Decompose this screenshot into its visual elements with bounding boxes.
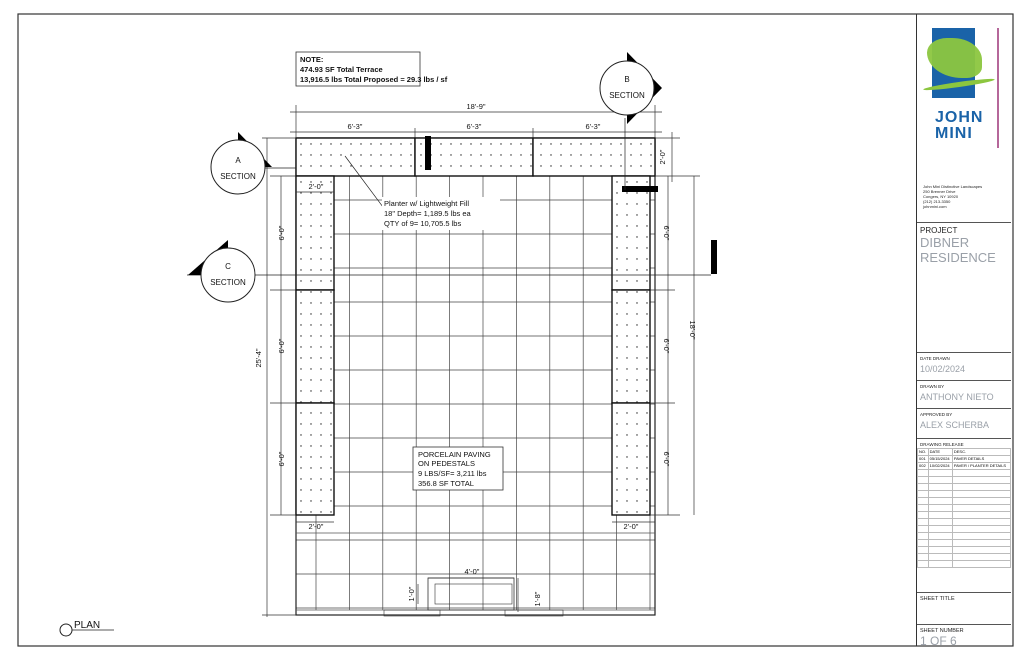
dim-step-depth: 1'-0" [407, 586, 416, 601]
sheet-number-label: SHEET NUMBER [920, 628, 964, 634]
paving-label: PORCELAIN PAVING [418, 450, 491, 459]
release-header: NO. [917, 448, 929, 456]
dim-top-planter-depth: 2'-0" [658, 149, 667, 164]
section-b-symbol[interactable]: B SECTION [599, 52, 662, 124]
planter [414, 137, 534, 177]
release-date: 05/15/2024 [927, 455, 953, 463]
section-b-label: SECTION [609, 91, 645, 100]
dim-step-width: 4'-0" [465, 567, 480, 576]
section-c-label: SECTION [210, 278, 246, 287]
dim-right-height: 18'-0" [688, 320, 697, 339]
planter [611, 175, 651, 291]
dim-overall-height: 25'-4" [254, 348, 263, 367]
release-header: DESC. [951, 448, 1012, 456]
section-marker-bar [622, 186, 658, 192]
company-address: John Mini Distinctive Landscapes 250 Bre… [923, 184, 982, 209]
planter-label: QTY of 9= 10,705.5 lbs [384, 219, 461, 228]
dimension-labels: 18'-9" 6'-3" 6'-3" 6'-3" 2'-0" 2'-0" 6'-… [254, 102, 697, 606]
logo-text: MINI [935, 125, 973, 142]
dim-left-segment: 6'-0" [277, 225, 286, 240]
note-line: 13,916.5 lbs Total Proposed = 29.3 lbs /… [300, 75, 448, 84]
section-a-symbol[interactable]: A SECTION [204, 132, 272, 195]
paving-label: 9 LBS/SF= 3,211 lbs [418, 469, 487, 478]
planters [295, 137, 656, 516]
note-title: NOTE: [300, 55, 323, 64]
paving-label: 356.8 SF TOTAL [418, 479, 474, 488]
release-desc: PAVER DETAILS [951, 455, 1012, 463]
logo-text: JOHN [935, 109, 984, 126]
company-line: (212) 213-3350 [923, 199, 951, 204]
section-a-label: SECTION [220, 172, 256, 181]
planter-fill-dots [300, 143, 652, 513]
dim-top-segment: 6'-3" [348, 122, 363, 131]
sheet-border [17, 13, 1014, 647]
section-marker-bar [711, 240, 717, 274]
sheet-title-label: SHEET TITLE [920, 596, 955, 602]
planter-label: Planter w/ Lightweight Fill [384, 199, 469, 208]
date-drawn: 10/02/2024 [920, 364, 966, 374]
dim-right-segment: 6'-0" [662, 226, 671, 241]
release-header: DATE [927, 448, 953, 456]
planter [611, 402, 651, 516]
dim-left-segment: 6'-0" [277, 338, 286, 353]
paving-label: ON PEDESTALS [418, 459, 475, 468]
project-label: PROJECT [920, 226, 958, 235]
drawn-by: ANTHONY NIETO [920, 392, 994, 402]
plan-title: PLAN [74, 620, 100, 631]
planter [611, 289, 651, 404]
dim-top-segment: 6'-3" [586, 122, 601, 131]
dimension-lines [187, 105, 711, 617]
dim-top-segment: 6'-3" [467, 122, 482, 131]
planter [295, 402, 335, 516]
planter [295, 175, 335, 291]
release-desc: PAVER / PLANTER DETAILS [951, 462, 1012, 470]
approved-by-label: APPROVED BY [920, 412, 953, 417]
release-no: 001 [917, 455, 929, 463]
company-logo: JOHN MINI [921, 20, 1001, 180]
dim-planter-width: 2'-0" [624, 522, 639, 531]
dim-right-segment: 6'-0" [662, 452, 671, 467]
drawn-by-label: DRAWN BY [920, 384, 945, 389]
dim-planter-width: 2'-0" [309, 182, 324, 191]
paving-grid [296, 176, 655, 610]
section-a-letter: A [235, 156, 241, 165]
project-name: DIBNER RESIDENCE [920, 235, 996, 265]
step [427, 577, 515, 611]
planter [532, 137, 656, 177]
dim-planter-width: 2'-0" [309, 522, 324, 531]
dim-overall-width: 18'-9" [466, 102, 485, 111]
paving-label-box [412, 446, 504, 491]
section-c-letter: C [225, 262, 231, 271]
planter [295, 289, 335, 404]
sheet-number: 1 OF 6 [920, 634, 957, 648]
note-box [295, 51, 421, 87]
company-line: 250 Brenner Drive [923, 189, 956, 194]
note-line: 474.93 SF Total Terrace [300, 65, 383, 74]
company-line: johnmini.com [923, 204, 947, 209]
release-date: 10/02/2024 [927, 462, 953, 470]
planter-label: 18" Depth= 1,189.5 lbs ea [384, 209, 472, 218]
date-drawn-label: DATE DRAWN [920, 356, 950, 361]
company-line: John Mini Distinctive Landscapes [923, 184, 983, 189]
section-c-symbol[interactable]: C SECTION [188, 240, 256, 303]
dim-right-segment: 6'-0" [662, 339, 671, 354]
release-no: 002 [917, 462, 929, 470]
dim-left-segment: 6'-0" [277, 451, 286, 466]
dim-step-rise: 1'-8" [533, 591, 542, 606]
plan-symbol [59, 623, 73, 637]
title-block: JOHN MINI John Mini Distinctive Landscap… [916, 14, 1012, 648]
section-marker-bar [425, 136, 431, 170]
section-b-letter: B [624, 75, 629, 84]
approved-by: ALEX SCHERBA [920, 420, 990, 430]
company-line: Congers, NY 10920 [923, 194, 959, 199]
release-label: DRAWING RELEASE [920, 442, 964, 447]
